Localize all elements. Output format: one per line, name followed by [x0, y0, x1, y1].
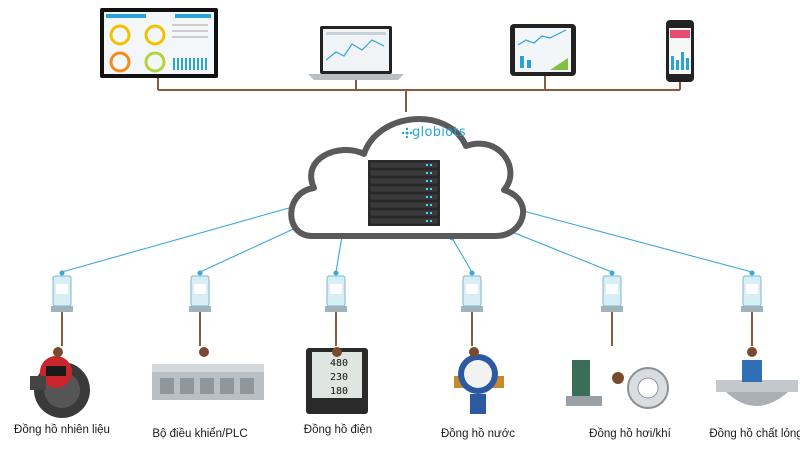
device-label-plc: Bộ điều khiển/PLC: [152, 428, 248, 440]
gateway-group: [51, 270, 763, 346]
gateway-1: [51, 270, 73, 346]
gateway-2: [189, 270, 211, 346]
device-label-fuel-meter: Đồng hồ nhiên liệu: [14, 424, 110, 436]
meter-reading-1: 480: [330, 358, 348, 369]
gateway-3: [325, 270, 347, 346]
wireless-links: [61, 205, 753, 273]
gateway-4: [461, 270, 483, 346]
globiots-logo-icon: [401, 127, 413, 139]
client-trunk-lines: [157, 76, 681, 112]
plc-controller-icon: [152, 347, 264, 400]
tv-dashboard-icon: [100, 8, 218, 78]
gateway-6: [741, 270, 763, 346]
device-label-power-meter: Đồng hồ điện: [303, 424, 373, 436]
tablet-icon: [510, 24, 576, 76]
device-label-liquid-flow-meter: Đồng hồ chất lỏng: [709, 428, 800, 440]
meter-reading-2: 230: [330, 372, 348, 383]
power-meter-icon: 480 230 180: [306, 347, 368, 414]
device-label-water-meter: Đồng hồ nước: [440, 428, 516, 440]
liquid-flow-meter-icon: [716, 347, 798, 406]
server-rack-icon: [368, 160, 440, 226]
smartphone-icon: [666, 20, 694, 82]
water-meter-icon: [454, 347, 504, 414]
device-label-steam-gas-meter: Đồng hồ hơi/khí: [589, 428, 671, 440]
steam-gas-meter-icon: [566, 360, 669, 409]
gateway-5: [601, 270, 623, 346]
brand-name: globiots: [412, 125, 466, 140]
laptop-icon: [308, 26, 404, 80]
fuel-meter-icon: [30, 347, 90, 418]
meter-reading-3: 180: [330, 386, 348, 397]
